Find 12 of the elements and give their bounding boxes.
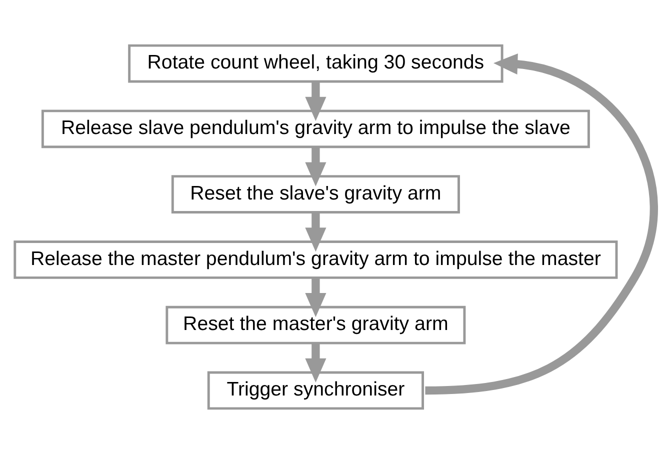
node-box: Rotate count wheel, taking 30 seconds — [128, 44, 504, 83]
arrow — [425, 53, 658, 395]
node-box: Release the master pendulum's gravity arm to impulse the master — [14, 240, 618, 279]
arrow — [305, 82, 326, 121]
node-box: Release slave pendulum's gravity arm to impulse the slave — [41, 110, 590, 148]
arrow — [305, 148, 326, 186]
node-box: Reset the master's gravity arm — [166, 306, 466, 344]
arrow — [305, 278, 326, 318]
arrow — [305, 344, 326, 383]
node-box: Trigger synchroniser — [207, 371, 424, 410]
arrow — [305, 212, 326, 252]
node-box: Reset the slave's gravity arm — [171, 175, 460, 214]
